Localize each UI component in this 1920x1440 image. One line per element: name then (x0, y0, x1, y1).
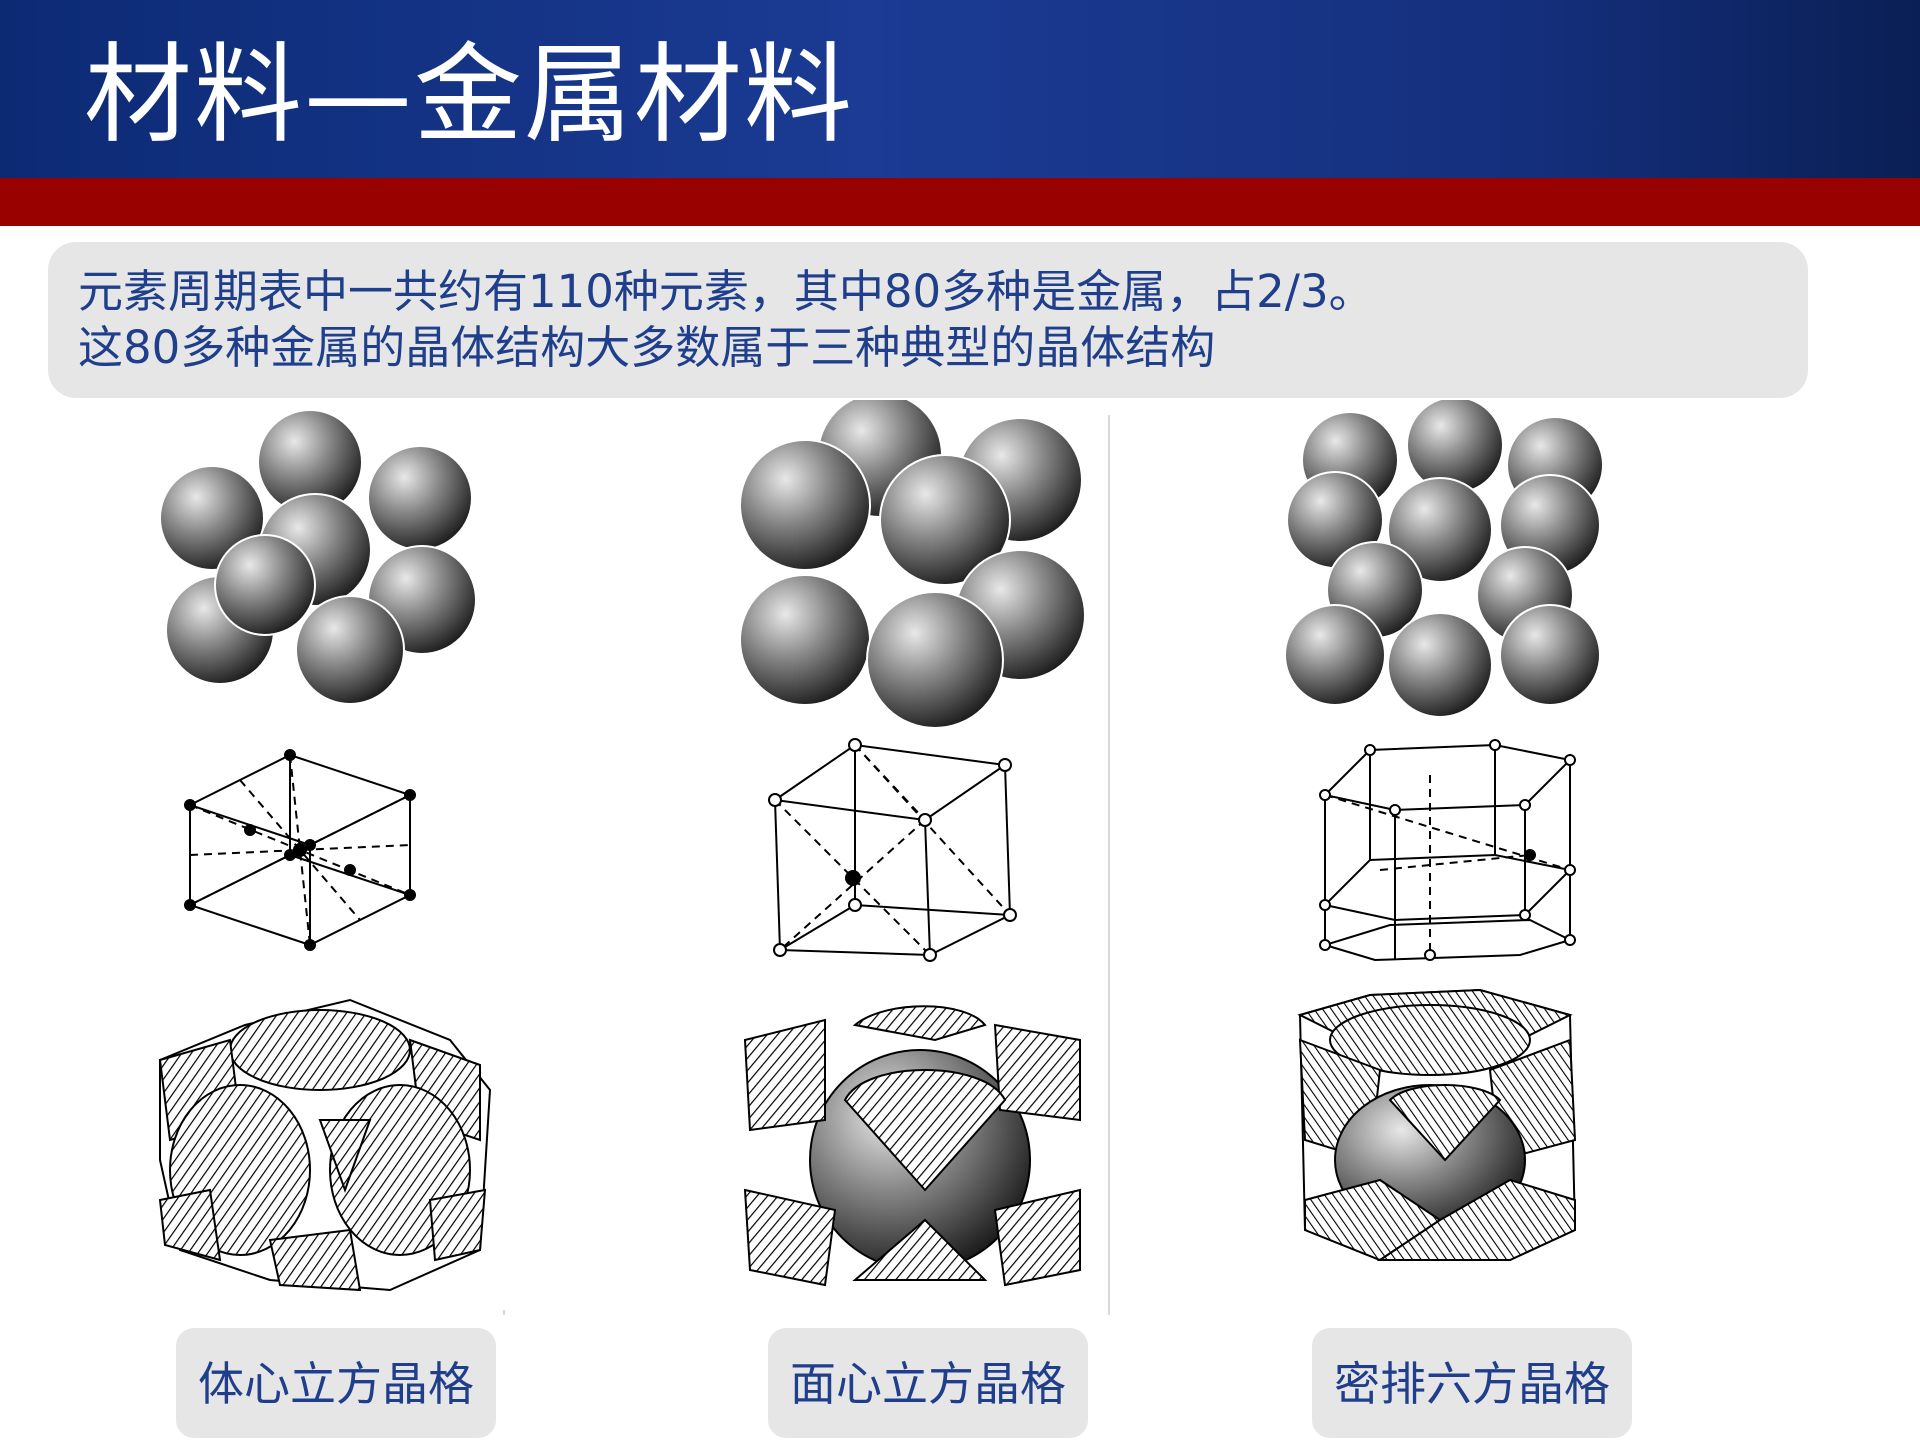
hcp-unit-cell (1319, 739, 1576, 962)
caption-bcc: 体心立方晶格 (176, 1328, 496, 1438)
fcc-diagram (739, 400, 1086, 1290)
hcp-cut-model (1297, 988, 1577, 1262)
fcc-cut-model (743, 1005, 1085, 1290)
hcp-diagram (1284, 400, 1604, 1262)
slide-title: 材料—金属材料 (84, 33, 855, 158)
caption-fcc: 面心立方晶格 (768, 1328, 1088, 1438)
slide-header: 材料—金属材料 (0, 0, 1920, 178)
caption-hcp-label: 密排六方晶格 (1334, 1357, 1610, 1411)
bcc-cut-model (158, 998, 492, 1292)
bcc-diagram (158, 409, 492, 1292)
caption-bcc-label: 体心立方晶格 (198, 1357, 474, 1411)
caption-hcp: 密排六方晶格 (1312, 1328, 1632, 1438)
column-divider (1108, 415, 1110, 1315)
header-accent-bar (0, 178, 1920, 226)
intro-panel: 元素周期表中一共约有110种元素，其中80多种是金属，占2/3。 这80多种金属… (48, 242, 1808, 398)
intro-line-2: 这80多种金属的晶体结构大多数属于三种典型的晶体结构 (78, 321, 1216, 374)
bcc-unit-cell (184, 749, 416, 951)
hcp-illustration (1280, 400, 1650, 1310)
fcc-unit-cell (768, 738, 1017, 962)
bcc-sphere-model (159, 409, 477, 705)
intro-line-1: 元素周期表中一共约有110种元素，其中80多种是金属，占2/3。 (78, 265, 1374, 318)
fcc-sphere-model (739, 400, 1086, 729)
caption-fcc-label: 面心立方晶格 (790, 1357, 1066, 1411)
fcc-illustration (735, 400, 1105, 1310)
hcp-sphere-model (1284, 400, 1604, 718)
bcc-illustration (150, 400, 520, 1310)
